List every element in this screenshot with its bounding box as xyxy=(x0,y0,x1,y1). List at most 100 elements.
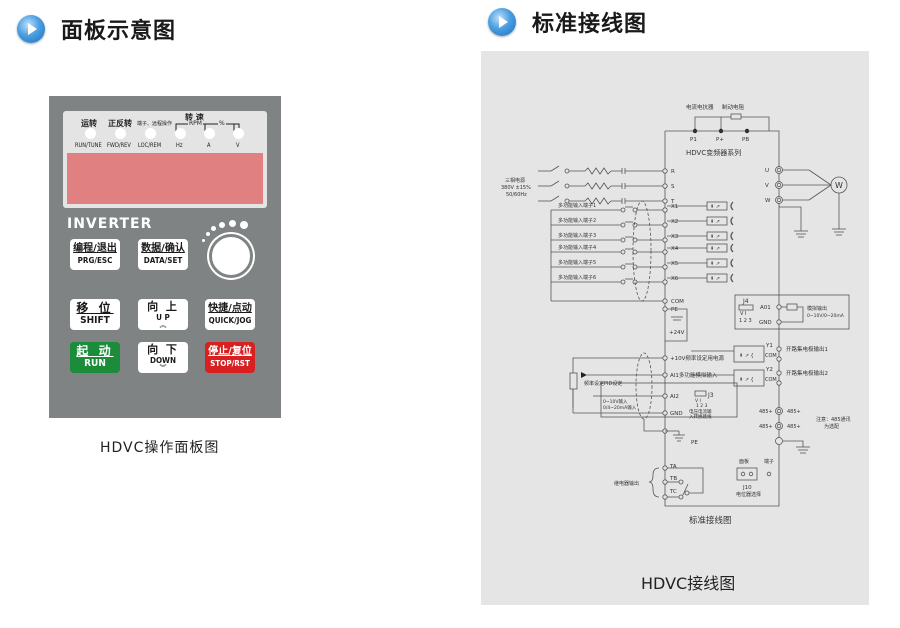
svg-text:⇞ ↗: ⇞ ↗ xyxy=(710,276,720,282)
phase-line-R: R xyxy=(538,165,675,175)
button-label-cn: 移 位 xyxy=(76,301,114,315)
indicator-fwd-rev: FWD/REV xyxy=(107,142,131,149)
din-label: 多功能输入端子4 xyxy=(558,244,596,251)
indicator-label-loc-rem: 端子、远程操作 xyxy=(137,121,173,127)
din-label: 多功能输入端子6 xyxy=(558,274,596,281)
button-label-en: DOWN xyxy=(149,356,177,365)
power-phase-lines: RS T xyxy=(538,165,675,205)
rpm-label: RPM xyxy=(188,120,203,127)
j10-terminal-label: 端子 xyxy=(764,458,774,465)
operation-panel: 运转 正反转 端子、远程操作 转 速 RPM % RUN/TUNE FWD/RE… xyxy=(49,96,281,418)
svg-text:⇞ ↗ {: ⇞ ↗ { xyxy=(739,377,754,383)
button-label-en: QUICK/JOG xyxy=(208,316,252,325)
terminal-label: X2 xyxy=(671,219,678,225)
shift-button[interactable]: 移 位 SHIFT xyxy=(70,299,120,330)
run-button[interactable]: 起 动 RUN xyxy=(70,342,120,373)
rs485-right-label: 485+ xyxy=(787,424,801,430)
indicator-loc-rem: LOC/REM xyxy=(138,142,162,149)
double-chevron-down-icon: ︾ xyxy=(159,364,167,372)
label-ta: TA xyxy=(669,464,677,470)
output-terminals: UVW xyxy=(765,166,832,204)
label-10v: +10V频率设定用电源 xyxy=(670,354,724,362)
din-label: 多功能输入端子1 xyxy=(558,202,596,209)
terminal-label: Y1 xyxy=(765,343,773,349)
wiring-section-title-text: 标准接线图 xyxy=(532,12,648,37)
phase-line-T: T xyxy=(538,195,675,205)
din-label: 多功能输入端子2 xyxy=(558,217,596,224)
terminal-label: X3 xyxy=(671,234,679,240)
j3-label: J3 xyxy=(707,392,714,399)
button-label-cn: 起 动 xyxy=(76,344,114,358)
up-button[interactable]: 向 上 U P ︽ xyxy=(138,299,188,330)
knob-dot xyxy=(229,220,236,227)
phase-line-S: S xyxy=(538,180,675,190)
ai2-note-2: 0/4~20mA输入 xyxy=(603,404,637,411)
rs485-left-label: 485+ xyxy=(759,424,773,430)
analog-output-range: 0~10V/0~20mA xyxy=(807,313,845,319)
label-t: T xyxy=(670,199,675,205)
terminal-label: X6 xyxy=(671,276,679,282)
led-a xyxy=(204,128,215,139)
button-label-cn: 停止/复位 xyxy=(208,346,252,357)
label-gnd-ao: GND xyxy=(759,320,772,326)
label-pplus: P+ xyxy=(716,137,724,143)
j3-note-2: 入转换跳线 xyxy=(689,413,712,420)
led-hz xyxy=(175,128,186,139)
wiring-section-title: 标准接线图 xyxy=(488,6,647,38)
button-label-cn: 向 下 xyxy=(147,343,179,356)
button-label-cn: 编程/退出 xyxy=(73,243,117,254)
j3-vi: V I xyxy=(695,398,701,404)
down-button[interactable]: 向 下 DOWN ︾ xyxy=(138,342,188,373)
led-fwd-rev xyxy=(115,128,126,139)
label-pe: PE xyxy=(671,307,678,313)
svg-text:⇞ ↗ {: ⇞ ↗ { xyxy=(739,353,754,359)
led-v xyxy=(233,128,244,139)
percent-label: % xyxy=(218,120,226,127)
rs485-note-2: 为选配 xyxy=(824,423,839,430)
com-label: COM xyxy=(765,377,777,383)
j4-label: J4 xyxy=(742,298,749,305)
motor-label: W xyxy=(835,181,843,190)
indicator-label-fwd-rev: 正反转 xyxy=(108,119,132,128)
digital-input-6: 多功能输入端子6 X6 ⇞ ↗ xyxy=(551,273,734,285)
rs485-2: 485+ 485+ xyxy=(759,422,801,430)
label-p1: P1 xyxy=(690,137,697,143)
brake-label: 制动电阻 xyxy=(722,103,745,111)
relay-label: 继电器输出 xyxy=(614,480,639,487)
stop-rst-button[interactable]: 停止/复位 STOP/RST xyxy=(205,342,255,373)
data-set-button[interactable]: 数据/确认 DATA/SET xyxy=(138,239,188,270)
display-frame: 运转 正反转 端子、远程操作 转 速 RPM % RUN/TUNE FWD/RE… xyxy=(63,111,267,208)
panel-caption: HDVC操作面板图 xyxy=(100,440,220,456)
svg-text:⇞ ↗: ⇞ ↗ xyxy=(710,219,720,225)
knob-dot xyxy=(206,232,210,236)
label-pe-2: PE xyxy=(691,440,698,446)
label-com: COM xyxy=(671,299,684,305)
label-pb: PB xyxy=(742,137,749,143)
svg-text:⇞ ↗: ⇞ ↗ xyxy=(710,204,720,210)
terminal-label: X5 xyxy=(671,261,679,267)
potentiometer-knob[interactable] xyxy=(209,234,253,278)
com-label: COM xyxy=(765,353,777,359)
din-label: 多功能输入端子3 xyxy=(558,232,596,239)
j10-panel-label: 面板 xyxy=(739,458,749,465)
label-v: V xyxy=(765,183,769,189)
prg-esc-button[interactable]: 编程/退出 PRG/ESC xyxy=(70,239,120,270)
analog-output-label: 模拟输出 xyxy=(807,305,827,312)
power-label-2: 380V ±15% xyxy=(501,185,531,191)
svg-text:⇞ ↗: ⇞ ↗ xyxy=(710,261,720,267)
pot-label: 频率设定PID设定 xyxy=(584,380,622,387)
indicator-hz: Hz xyxy=(176,142,183,149)
led-loc-rem xyxy=(145,128,156,139)
j3-pins: 1 2 3 xyxy=(696,403,708,409)
j3-note-1: 电压电流输 xyxy=(689,408,712,415)
button-label-en: U P xyxy=(156,313,170,322)
button-label-en: STOP/RST xyxy=(210,359,250,368)
play-bullet-icon xyxy=(17,15,45,43)
wiring-diagram: 电流电抗器 制动电阻 P1 P+ PB HDVC变频器系列 三相电源 380V … xyxy=(481,51,869,605)
quick-jog-button[interactable]: 快捷/点动 QUICK/JOG xyxy=(205,299,255,330)
panel-section-title-text: 面板示意图 xyxy=(61,19,177,44)
label-24v: +24V xyxy=(669,330,685,336)
